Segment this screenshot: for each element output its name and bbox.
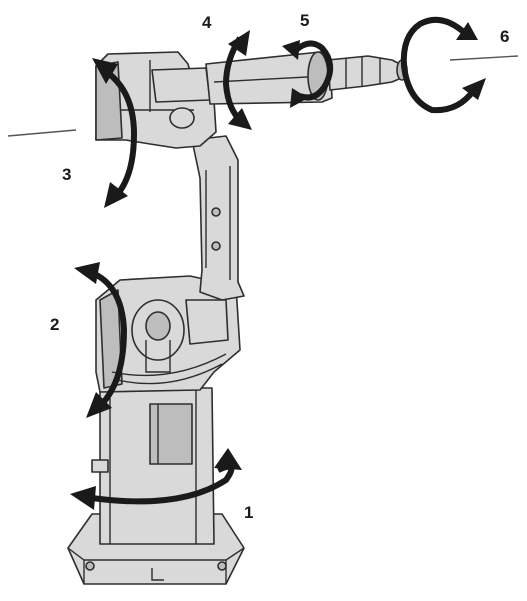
rotation-arrows bbox=[70, 16, 486, 510]
junction-box bbox=[149, 403, 193, 465]
axis-6-arrow bbox=[400, 16, 486, 114]
wrist-body bbox=[327, 55, 407, 91]
shoulder-housing bbox=[95, 275, 241, 393]
axis-label-3: 3 bbox=[62, 165, 71, 184]
wrist bbox=[327, 55, 408, 91]
axis-5-arrow bbox=[282, 40, 334, 108]
axis-2-arrow bbox=[74, 262, 128, 418]
axis-label-5: 5 bbox=[300, 11, 309, 30]
axis-4-arrow bbox=[222, 30, 252, 130]
robot-column bbox=[91, 387, 215, 545]
axis-6-line bbox=[449, 55, 519, 61]
axis-label-1: 1 bbox=[244, 503, 253, 522]
axis-reference-lines bbox=[7, 55, 519, 137]
axis-label-6: 6 bbox=[500, 27, 509, 46]
axis-labels: 1 2 3 4 5 6 bbox=[50, 11, 509, 522]
axis-1-arrow bbox=[70, 448, 242, 510]
axis-label-2: 2 bbox=[50, 315, 59, 334]
axis-label-4: 4 bbox=[202, 13, 212, 32]
axis-3-line bbox=[7, 129, 77, 137]
lower-arm bbox=[191, 135, 245, 301]
forearm bbox=[205, 51, 333, 105]
lower-arm-link bbox=[191, 135, 245, 301]
axis-3-arrow bbox=[92, 58, 138, 208]
